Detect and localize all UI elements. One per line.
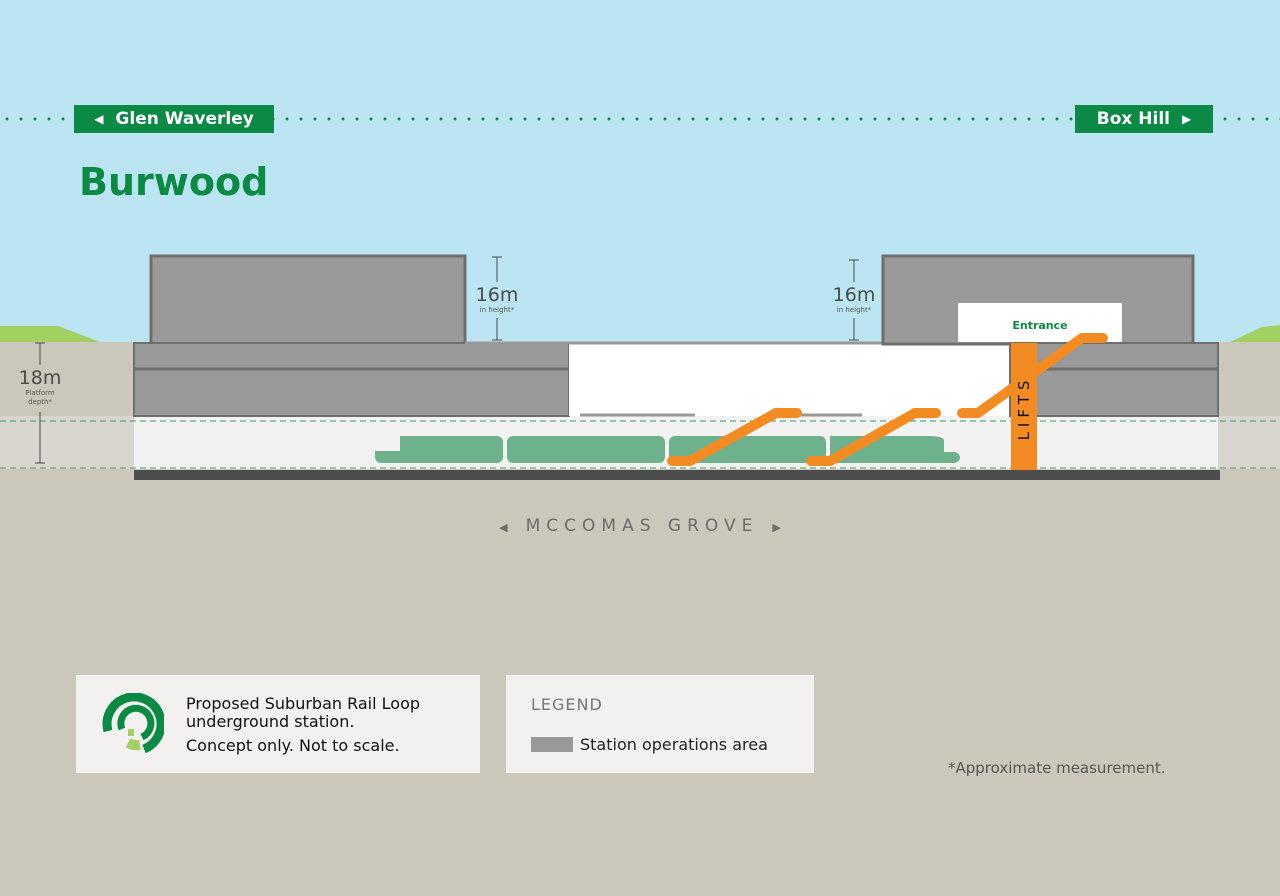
legend-box: LEGEND Station operations area	[506, 675, 814, 773]
depth-label: Platform depth*	[25, 389, 55, 406]
grass-left	[0, 326, 100, 342]
entrance-label: Entrance	[1012, 319, 1068, 332]
arrow-left-icon: ◀	[94, 112, 104, 126]
platform-depth: 18m Platform depth*	[10, 367, 70, 407]
left-building-tower	[149, 254, 467, 348]
arrow-right-icon: ▶	[1182, 112, 1192, 126]
lifts-shaft	[1011, 343, 1037, 470]
srl-logo-icon	[102, 693, 164, 754]
height-value: 16m	[832, 284, 876, 306]
street-label: ◀ MCCOMAS GROVE ▶	[0, 516, 1280, 536]
arrow-right-icon: ▶	[772, 521, 781, 534]
legend-swatch	[531, 737, 573, 752]
rail-line-dotted	[0, 117, 1280, 121]
direction-sign-box-hill[interactable]: Box Hill ▶	[1075, 105, 1213, 133]
right-building-height: 16m in height*	[824, 284, 884, 314]
train-car-2	[507, 436, 665, 463]
concourse	[569, 343, 1010, 416]
ground-band-left	[0, 416, 134, 469]
arrow-left-icon: ◀	[499, 521, 508, 534]
height-label: in height*	[836, 306, 872, 314]
info-line-1: Proposed Suburban Rail Loop underground …	[186, 694, 421, 731]
right-building-base	[1009, 342, 1219, 417]
ground-band-right	[1218, 416, 1280, 469]
sign-label: Box Hill	[1096, 109, 1170, 129]
direction-sign-glen-waverley[interactable]: ◀ Glen Waverley	[74, 105, 274, 133]
grass-right	[1230, 325, 1280, 342]
escalator-1	[667, 408, 802, 466]
train-car-1	[375, 436, 503, 463]
legend-item-label: Station operations area	[580, 735, 768, 754]
legend-title: LEGEND	[531, 695, 603, 714]
train	[375, 436, 960, 464]
escalator-2	[806, 408, 941, 466]
height-value: 16m	[475, 284, 519, 306]
info-line-2: Concept only. Not to scale.	[186, 736, 400, 755]
footnote: *Approximate measurement.	[948, 759, 1166, 777]
lifts-label: LIFTS	[1015, 375, 1033, 441]
height-label: in height*	[479, 306, 515, 314]
sign-label: Glen Waverley	[115, 109, 254, 129]
left-building-height: 16m in height*	[467, 284, 527, 314]
station-title: Burwood	[79, 160, 269, 204]
info-box: Proposed Suburban Rail Loop underground …	[76, 675, 480, 773]
track-base	[134, 470, 1220, 480]
left-building-base	[133, 342, 570, 417]
depth-value: 18m	[18, 367, 62, 389]
street-name: MCCOMAS GROVE	[525, 516, 759, 536]
